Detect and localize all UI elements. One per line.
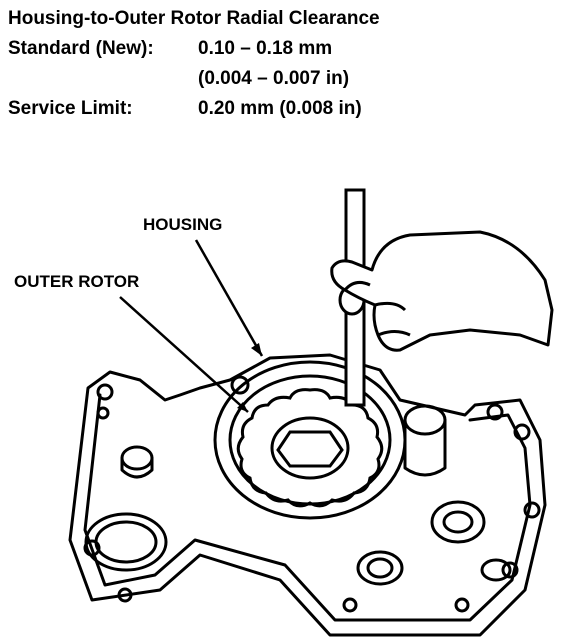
outer-rotor — [236, 388, 384, 508]
service-limit-label: Service Limit: — [8, 98, 133, 119]
housing-pocket — [213, 360, 407, 520]
standard-value-mm: 0.10 – 0.18 mm — [198, 38, 333, 59]
spec-title: Housing-to-Outer Rotor Radial Clearance — [8, 8, 380, 29]
inner-rotor-hex — [276, 430, 344, 468]
outer-rotor-callout-label: OUTER ROTOR — [14, 272, 140, 291]
standard-value-in: (0.004 – 0.007 in) — [198, 68, 350, 89]
pump-housing-outline — [68, 353, 547, 637]
standard-label: Standard (New): — [8, 38, 154, 59]
outer-rotor-leader-line — [119, 296, 249, 413]
housing-callout-label: HOUSING — [143, 215, 223, 234]
service-limit-value: 0.20 mm (0.008 in) — [198, 98, 362, 119]
housing-leader-line — [194, 239, 264, 357]
